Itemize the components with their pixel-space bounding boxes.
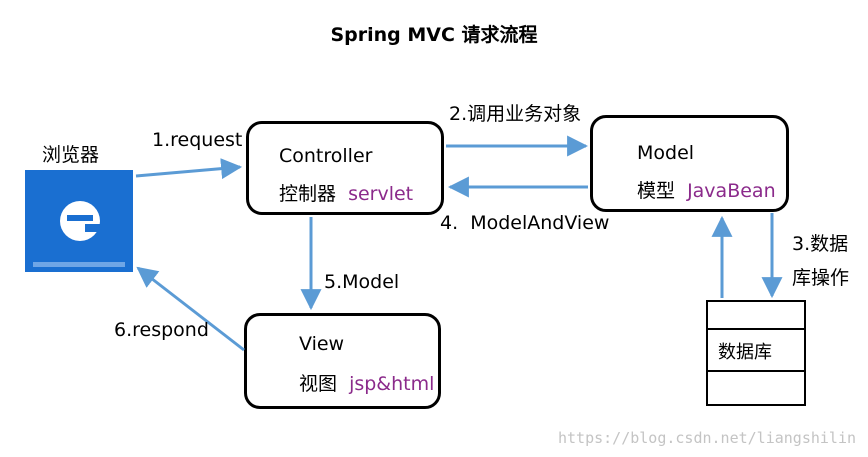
model-box: Model 模型 JavaBean (590, 115, 789, 212)
model-tech: JavaBean (687, 180, 776, 202)
view-cn: 视图 (299, 373, 338, 395)
step-1-label: 1.request (152, 129, 243, 151)
arrow-request (135, 158, 243, 180)
view-name: View (299, 333, 345, 355)
controller-tech: servlet (348, 183, 414, 205)
controller-name: Controller (279, 145, 373, 167)
step-4-label: 4. ModelAndView (440, 212, 610, 234)
controller-box: Controller 控制器 servlet (246, 121, 444, 215)
view-tech: jsp&html (349, 373, 435, 395)
watermark: https://blog.csdn.net/liangshilin (557, 429, 856, 447)
step-2-label: 2.调用业务对象 (449, 103, 582, 125)
database-label: 数据库 (718, 342, 772, 363)
controller-cn: 控制器 (279, 183, 337, 205)
step-5-label: 5.Model (324, 271, 400, 293)
database-divider (708, 328, 804, 330)
view-box: View 视图 jsp&html (244, 313, 441, 409)
diagram-title: Spring MVC 请求流程 (330, 24, 538, 46)
controller-cn-label: 控制器 servlet (279, 179, 413, 206)
step-3a-label: 3.数据 (792, 233, 849, 255)
model-name: Model (637, 142, 695, 164)
browser-label: 浏览器 (42, 144, 100, 166)
database-divider (708, 370, 804, 372)
model-cn: 模型 (637, 180, 676, 202)
step-6-label: 6.respond (114, 319, 209, 341)
database-cylinder: 数据库 (706, 300, 806, 406)
view-cn-label: 视图 jsp&html (299, 369, 434, 396)
model-cn-label: 模型 JavaBean (637, 176, 776, 203)
step-3b-label: 库操作 (792, 267, 850, 289)
edge-browser-icon (25, 170, 133, 272)
arrow-respond (136, 266, 245, 352)
